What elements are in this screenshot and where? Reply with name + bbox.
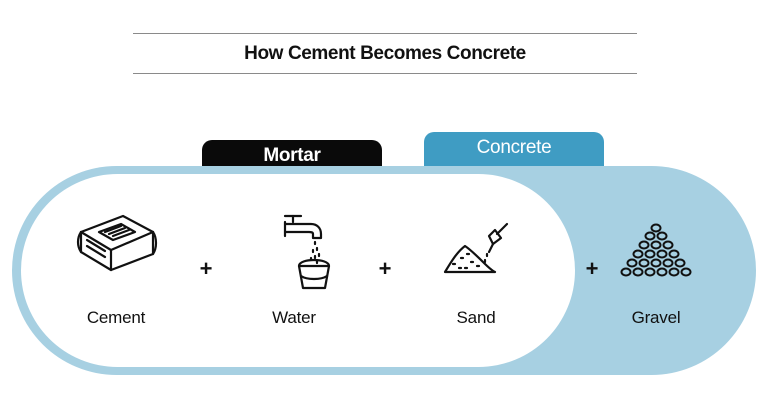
- diagram-title: How Cement Becomes Concrete: [244, 43, 526, 64]
- concrete-tab: Concrete: [424, 132, 604, 170]
- mortar-group-pill: [21, 174, 575, 367]
- gravel-label: Gravel: [631, 308, 681, 327]
- plus-sign: +: [585, 256, 599, 281]
- gravel-icon-wrap: [586, 210, 726, 290]
- sand-label: Sand: [456, 308, 496, 327]
- plus-sign: +: [199, 256, 213, 281]
- gravel-pile-icon: [620, 223, 692, 277]
- title-rule-top: [133, 33, 637, 34]
- water-icon-wrap: [224, 210, 364, 290]
- sand-shovel-icon: [443, 222, 509, 274]
- cement-label: Cement: [86, 308, 146, 327]
- plus-sign: +: [378, 256, 392, 281]
- cement-bag-icon: [76, 214, 158, 272]
- title-rule-bottom: [133, 73, 637, 74]
- faucet-bucket-icon: [283, 214, 331, 290]
- sand-icon-wrap: [406, 210, 546, 290]
- water-label: Water: [272, 308, 316, 327]
- cement-icon-wrap: [46, 210, 186, 272]
